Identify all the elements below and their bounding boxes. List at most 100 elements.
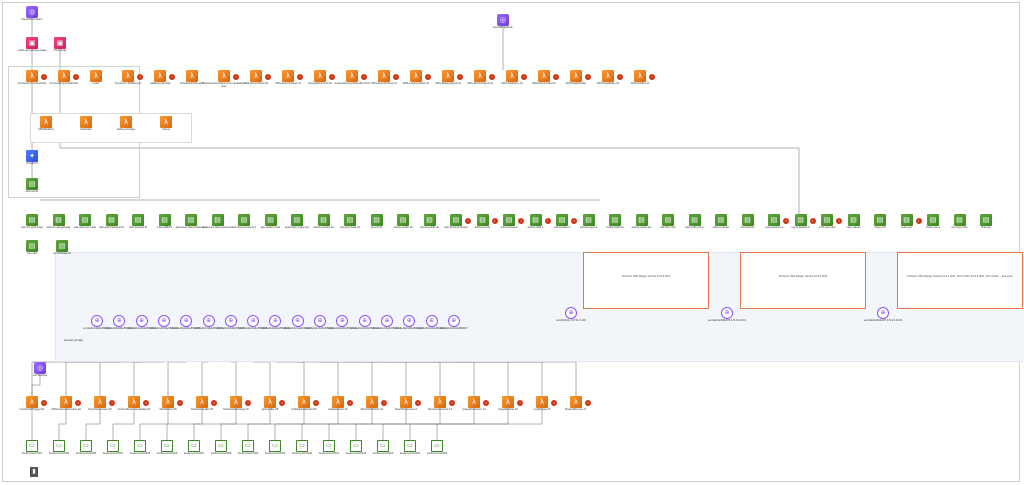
trash-icon[interactable]: ▮ [30, 467, 38, 477]
eni-node[interactable]: ⊕eni-0a1b2c3d4e5f60001 [75, 315, 119, 331]
ec2-instance-node[interactable]: ▤mgmt-vpc [858, 214, 902, 230]
ec2-instance-node[interactable]: ▤subnet-private-1a [302, 214, 346, 230]
ec2-instance-node[interactable]: ▤prod-vpc-main [805, 214, 849, 230]
ec2-instance-node[interactable]: ▤subnet-private-1b [328, 214, 372, 230]
s3-bucket-node[interactable]: ▭bucket-prod-0010 [253, 440, 297, 456]
ec2-instance-node[interactable]: ▤appstream-fleet-instance-a [169, 214, 213, 230]
s3-bucket-node[interactable]: ▭bucket-prod-0015 [388, 440, 432, 456]
eni-node[interactable]: ⊕eni-0a1b2c3d4e5f60007 [209, 315, 253, 331]
s3-bucket-node[interactable]: ▭bucket-prod-0001 [10, 440, 54, 456]
ec2-instance-node[interactable]: ▤web-frontend-docker [434, 214, 478, 230]
eni-node[interactable]: ⊕eni-0a1b2c3d4e5f60003 [120, 315, 164, 331]
ec2-instance-node[interactable]: ▤final-vpc [964, 214, 1008, 230]
s3-bucket-node[interactable]: ▭bucket-prod-0003 [64, 440, 108, 456]
pink1-node[interactable]: ▣public-api-gateway-stage [10, 37, 54, 53]
ec2-instance-node[interactable]: ▤appworker-mgmt-vpc [275, 214, 319, 230]
s3-bucket-node[interactable]: ▭bucket-prod-0007 [172, 440, 216, 456]
ec2-instance-node[interactable]: ▤mgmt-bastion-b [779, 214, 823, 230]
ec2-instance-node[interactable]: ▤subnet-shared [487, 214, 531, 230]
ec2-instance-node[interactable]: ▤router-vpc-a [911, 214, 955, 230]
ec2-instance-node[interactable]: ▤vpc-eni-01 [355, 214, 399, 230]
blue-node[interactable]: ✦cloudfront [10, 150, 54, 166]
eni-standalone-node[interactable]: ⊕eni-PublicIp 172.31.0.100 [549, 307, 593, 323]
ec2-instance-node[interactable]: ▤InternalBuild [143, 214, 187, 230]
ec2-instance-node[interactable]: ▤web-logs-processor-1 [222, 214, 266, 230]
ec2-secondary-node[interactable]: ▤vpc-main [10, 240, 54, 256]
s3-bucket-node[interactable]: ▭bucket-prod-0008 [199, 440, 243, 456]
ec2-instance-node[interactable]: ▤appstream-fleet-instance-b [196, 214, 240, 230]
eni-node[interactable]: ⊕eni-0a1b2c3d4e5f60013 [343, 315, 387, 331]
ec2-instance-node[interactable]: ▤subnet-cache-tier [620, 214, 664, 230]
eni-node[interactable]: ⊕eni-0a1b2c3d4e5f60008 [231, 315, 275, 331]
ec2-instance-node[interactable]: ▤ec2-final-tier [726, 214, 770, 230]
ec2-instance-node[interactable]: ▤iam-ops-node [938, 214, 982, 230]
ec2top-node[interactable]: ▤web-server [10, 178, 54, 194]
ec2-instance-node[interactable]: ▤config-backups [593, 214, 637, 230]
pink2-node[interactable]: ▣internal-api [38, 37, 82, 53]
ec2-instance-node[interactable]: ▤web-auth-backend-01 [90, 214, 134, 230]
s3-bucket-node[interactable]: ▭bucket-prod-0012 [307, 440, 351, 456]
ec2-instance-node[interactable]: ▤extra-vpc [885, 214, 929, 230]
eni-node[interactable]: ⊕eni-0a1b2c3d4e5f60016 [410, 315, 454, 331]
s3-bucket-node[interactable]: ▭bucket-prod-0016 [415, 440, 459, 456]
eni-node[interactable]: ⊕eni-0a1b2c3d4e5f60011 [298, 315, 342, 331]
eni-node[interactable]: ⊕eni-0a1b2c3d4e5f60014 [365, 315, 409, 331]
ec2-instance-node[interactable]: ▤subnet-public-1b [408, 214, 452, 230]
ec2-instance-node[interactable]: ▤misc-subnet [832, 214, 876, 230]
ec2-instance-node[interactable]: ▤subnet-data-2 [540, 214, 584, 230]
s3-bucket-node[interactable]: ▭bucket-prod-0005 [118, 440, 162, 456]
eni-node[interactable]: ⊕eni-0a1b2c3d4e5f60010 [276, 315, 320, 331]
s3-bucket-node[interactable]: ▭bucket-prod-0002 [37, 440, 81, 456]
ec2-instance-node[interactable]: ▤web-db-proxy [646, 214, 690, 230]
eni-node[interactable]: ⊕eni-0a1b2c3d4e5f60012 [320, 315, 364, 331]
cloudwatch-node[interactable]: ◎CloudWatch Alarm [10, 6, 54, 22]
eni-standalone-node[interactable]: ⊕eni-0a1b2c3d4e5f6 172.31.20.10 [705, 307, 749, 323]
s3-bucket-node[interactable]: ▭bucket-prod-0004 [91, 440, 135, 456]
eni-node[interactable]: ⊕eni-0a1b2c3d4e5f60005 [164, 315, 208, 331]
ec2-instance-node[interactable]: ▤mgmt-bastion-a [752, 214, 796, 230]
eni-node[interactable]: ⊕eni-0a1b2c3d4e5f60017 [432, 315, 476, 331]
eventbridge-node[interactable]: ◎EventBridgeRule [481, 14, 525, 30]
s3-bucket-node[interactable]: ▭bucket-prod-0009 [226, 440, 270, 456]
purple3-node[interactable]: ◎vpc-flowlogs [18, 362, 62, 378]
ec2-instance-node[interactable]: ▤web-node-proxy [673, 214, 717, 230]
s3-bucket-node[interactable]: ▭bucket-prod-0011 [280, 440, 324, 456]
eni-node[interactable]: ⊕eni-0a1b2c3d4e5f60015 [387, 315, 431, 331]
eni-node[interactable]: ⊕eni-0a1b2c3d4e5f60006 [187, 315, 231, 331]
eni-standalone-node[interactable]: ⊕eni-0a1b2c3d4e5f7 172.31.40.20 [861, 307, 905, 323]
ec2-instance-node[interactable]: ▤subnet-nat-tier [699, 214, 743, 230]
eni-node[interactable]: ⊕eni-0a1b2c3d4e5f60009 [253, 315, 297, 331]
ec2-instance-node[interactable]: ▤subnet-data-1 [514, 214, 558, 230]
ec2-instance-node[interactable]: ▤subnet-mgmt-1 [567, 214, 611, 230]
ec2-instance-node[interactable]: ▤web-srv-api-gateway [37, 214, 81, 230]
